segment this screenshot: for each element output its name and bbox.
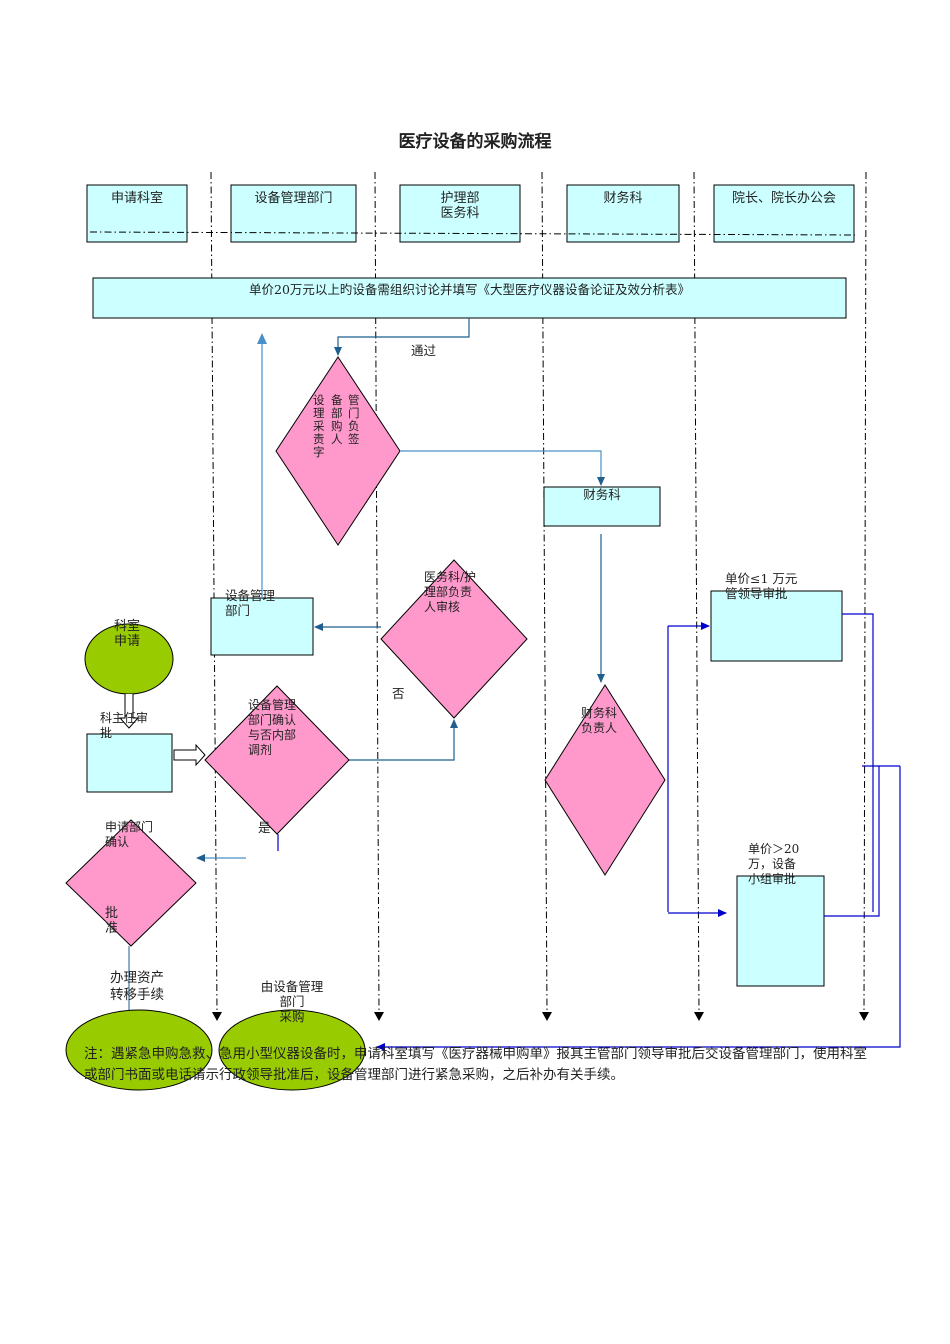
diamond-sign — [275, 356, 401, 546]
line-over-20w-right — [824, 766, 880, 917]
lane-header-equip-mgmt: 设备管理部门 — [254, 191, 333, 206]
diamond-apply-confirm-label: 申请部门 确认 — [105, 820, 154, 849]
box-under-1w — [710, 590, 843, 662]
box-over-20w — [736, 875, 825, 987]
header-dash-line — [89, 231, 856, 236]
diamond-apply-confirm — [65, 819, 197, 947]
lane-header-finance: 财务科 — [603, 191, 643, 206]
diamond-finance-label: 财务科 负责人 — [581, 706, 618, 735]
sign-col-1: 设理采责字 — [313, 393, 325, 459]
arrow-sign-to-finance — [400, 450, 605, 486]
box-over-20w-label: 单价＞20 万，设备 小组审批 — [748, 842, 800, 886]
diamond-medical-label: 医务科/护 理部负责 人审核 — [424, 570, 477, 614]
arrow-return-bottom — [376, 766, 901, 1051]
oval-dept-apply-label: 科室 申请 — [114, 619, 141, 649]
diamond-medical-review — [380, 559, 528, 719]
arrow-to-under-1w — [667, 626, 709, 912]
diamond-confirm-label: 设备管理 部门确认 与否内部 调剂 — [248, 698, 297, 757]
label-pass: 通过 — [411, 343, 437, 358]
sign-col-3: 管门负签 — [348, 393, 360, 446]
lane-arrowheads — [212, 1012, 869, 1021]
label-approve: 批 准 — [105, 906, 119, 936]
equip-mgmt-box-label: 设备管理 部门 — [225, 588, 276, 618]
footnote: 注：遇紧急申购急救、急用小型仪器设备时，申请科室填写《医疗器械申购单》报其主管部… — [84, 1046, 867, 1083]
line-under-1w-right — [842, 613, 874, 912]
diamond-equip-confirm — [204, 685, 350, 835]
hollow-arrow-down — [118, 694, 140, 729]
banner-box — [92, 277, 847, 319]
page-title: 医疗设备的采购流程 — [398, 132, 552, 152]
sign-col-2: 备部购人 — [331, 393, 343, 446]
hollow-arrow-right — [173, 743, 206, 767]
director-box — [86, 733, 173, 793]
director-label: 科主任审 批 — [100, 711, 149, 740]
lane-header-president: 院长、院长办公会 — [731, 191, 836, 206]
purchase-label: 由设备管理 部门 采购 — [260, 979, 324, 1024]
finance-box — [543, 486, 661, 527]
oval-transfer — [65, 1009, 213, 1091]
lane-header-apply-dept: 申请科室 — [110, 191, 163, 206]
arrow-banner-to-sign — [334, 318, 470, 356]
box-under-1w-label: 单价≤1 万元 管领导审批 — [725, 571, 798, 601]
label-yes: 是 — [258, 820, 271, 835]
label-no: 否 — [392, 686, 405, 701]
oval-purchase — [218, 1009, 366, 1091]
lane-dividers — [210, 171, 867, 1013]
equip-mgmt-box — [210, 597, 314, 656]
lane-header-nursing-medical: 护理部 医务科 — [440, 191, 480, 221]
transfer-label: 办理资产 转移手续 — [110, 970, 164, 1003]
arrow-confirm-to-medical — [349, 719, 458, 761]
banner-text: 单价20万元以上旳设备需组织讨论并填写《大型医疗仪器设备论证及效分析表》 — [249, 282, 690, 297]
diamond-finance-head — [544, 684, 666, 876]
finance-box-label: 财务科 — [583, 487, 621, 502]
